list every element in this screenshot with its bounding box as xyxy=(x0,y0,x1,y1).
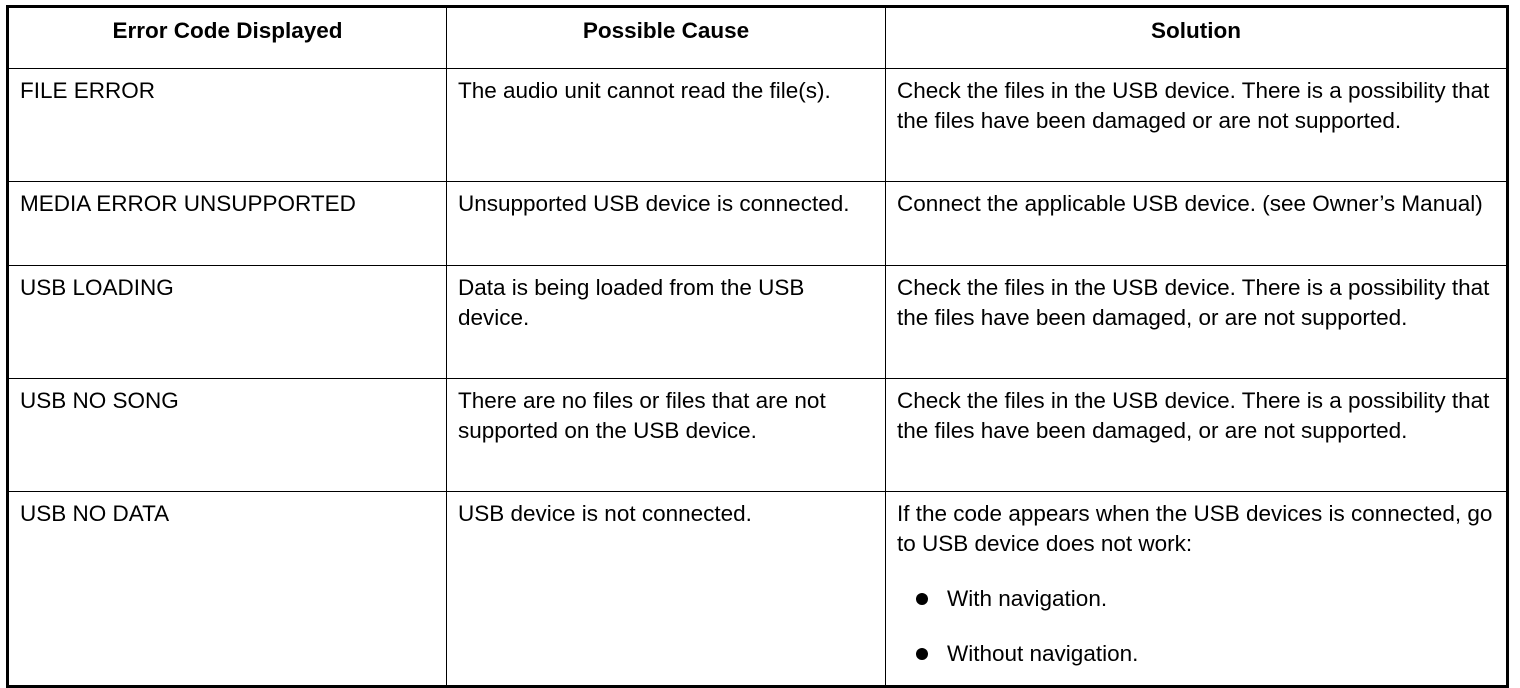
table-row: USB LOADING Data is being loaded from th… xyxy=(7,265,1508,379)
cause-cell: Data is being loaded from the USB device… xyxy=(446,265,886,379)
error-code-table: Error Code Displayed Possible Cause Solu… xyxy=(6,5,1509,688)
cause-cell: Unsupported USB device is connected. xyxy=(446,181,886,266)
cause-cell: There are no files or files that are not… xyxy=(446,378,886,492)
solution-text: If the code appears when the USB devices… xyxy=(897,501,1493,556)
table-row: MEDIA ERROR UNSUPPORTED Unsupported USB … xyxy=(7,181,1508,266)
solution-cell: Check the files in the USB device. There… xyxy=(885,68,1508,182)
table-row: USB NO DATA USB device is not connected.… xyxy=(7,491,1508,687)
table-header-row: Error Code Displayed Possible Cause Solu… xyxy=(7,6,1508,69)
header-error-code: Error Code Displayed xyxy=(7,6,447,69)
bullet-dot-icon xyxy=(916,593,928,605)
cause-cell: The audio unit cannot read the file(s). xyxy=(446,68,886,182)
header-possible-cause: Possible Cause xyxy=(446,6,886,69)
solution-cell: Check the files in the USB device. There… xyxy=(885,265,1508,379)
table-row: FILE ERROR The audio unit cannot read th… xyxy=(7,68,1508,182)
error-code-cell: USB NO DATA xyxy=(7,491,447,687)
cause-cell: USB device is not connected. xyxy=(446,491,886,687)
error-code-cell: USB LOADING xyxy=(7,265,447,379)
error-code-cell: MEDIA ERROR UNSUPPORTED xyxy=(7,181,447,266)
list-item: Without navigation. xyxy=(897,639,1500,669)
error-code-table-container: Error Code Displayed Possible Cause Solu… xyxy=(6,5,1509,688)
solution-cell: Connect the applicable USB device. (see … xyxy=(885,181,1508,266)
bullet-dot-icon xyxy=(916,648,928,660)
solution-bullet-list: With navigation. Without navigation. xyxy=(897,584,1500,669)
bullet-text-without-navigation: Without navigation. xyxy=(947,641,1139,666)
error-code-cell: FILE ERROR xyxy=(7,68,447,182)
list-item: With navigation. xyxy=(897,584,1500,614)
solution-cell: If the code appears when the USB devices… xyxy=(885,491,1508,687)
bullet-text-with-navigation: With navigation. xyxy=(947,586,1108,611)
solution-cell: Check the files in the USB device. There… xyxy=(885,378,1508,492)
error-code-cell: USB NO SONG xyxy=(7,378,447,492)
table-row: USB NO SONG There are no files or files … xyxy=(7,378,1508,492)
header-solution: Solution xyxy=(885,6,1508,69)
